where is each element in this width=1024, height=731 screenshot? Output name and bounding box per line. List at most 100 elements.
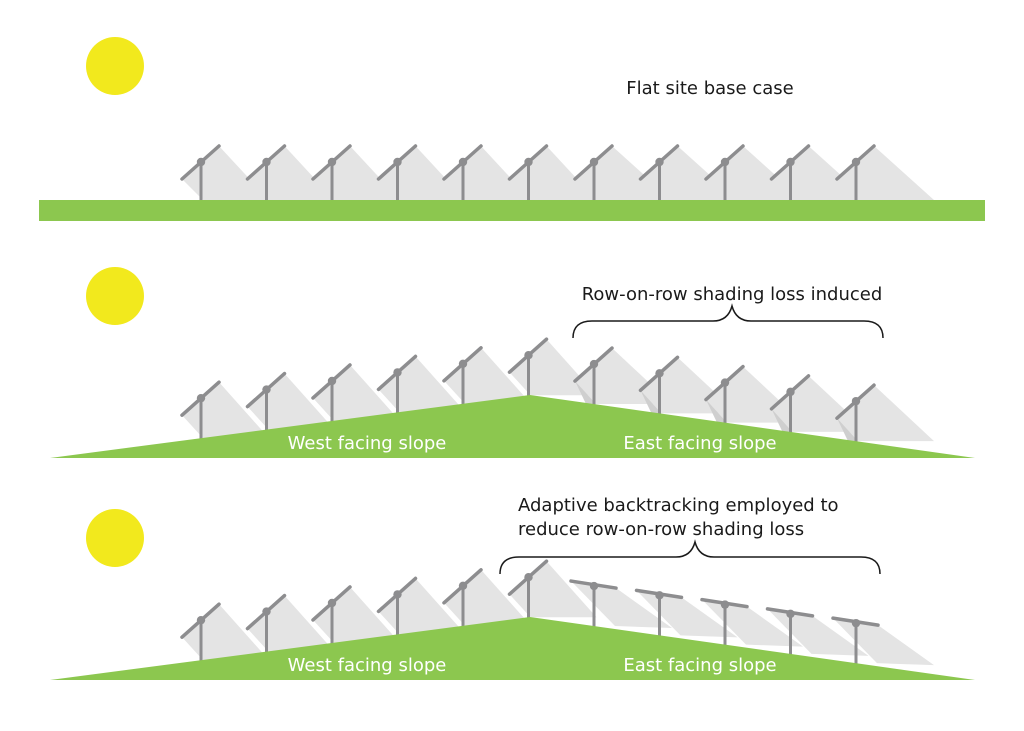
pivot-icon [327,598,337,608]
tracker-icon [765,607,869,656]
scenario-flat: Flat site base case [39,37,985,221]
tracker-icon [769,144,869,201]
pivot-icon [589,359,599,369]
tracker-icon [376,354,466,414]
tracker-icon [442,144,531,201]
pivot-icon [327,376,337,386]
pivot-icon [196,157,206,167]
panel-shadow [837,385,934,442]
tracker-icon [638,144,738,201]
panel-shadow [833,618,934,666]
tracker-icon [180,602,269,662]
tracker-icon [442,346,531,405]
tracker-rows [180,559,934,666]
ridge-ground [50,617,975,680]
sun-icon [86,509,144,567]
tracker-icon [507,559,597,619]
panel-shadow [636,590,738,638]
tracker-icon [573,144,672,201]
pivot-icon [262,157,271,167]
pivot-icon [786,387,795,397]
tracker-icon [245,593,335,653]
pivot-icon [327,157,337,167]
pivot-icon [655,591,664,600]
pivot-icon [393,590,402,599]
sun-icon [86,37,144,95]
tracker-icon [180,144,269,201]
pivot-icon [262,607,271,616]
tracker-rows [180,337,934,443]
tracker-icon [634,588,738,638]
sun-icon [86,267,144,325]
pivot-icon [589,581,599,591]
panel-shadow [444,146,531,200]
pivot-icon [196,393,206,403]
pivot-icon [458,581,468,590]
pivot-icon [720,600,730,609]
panel-shadow [702,599,803,647]
pivot-icon [393,157,402,167]
scenario-backtracking: Adaptive backtracking employed to reduce… [50,495,975,680]
panel-shadow [571,581,672,629]
tracker-icon [507,144,597,201]
annotation-bracket [572,303,884,339]
tracker-icon [180,380,269,440]
west-slope-label: West facing slope [288,433,447,454]
tracker-icon [704,144,803,201]
tracker-icon [569,579,672,629]
pivot-icon [655,369,664,378]
pivot-icon [458,359,468,368]
panel-shadow [247,146,335,200]
pivot-icon [720,378,730,387]
tracker-icon [835,144,934,201]
pivot-icon [524,157,533,167]
pivot-icon [524,572,533,582]
ridge-ground [50,395,975,458]
panel-shadow [837,146,934,200]
annotation-bracket [499,539,881,575]
inter-row-shade [771,408,793,432]
pivot-icon [786,157,795,167]
panel-shadow [182,146,269,200]
tracker-icon [245,371,335,431]
tracker-icon [700,597,803,647]
tracker-icon [376,576,466,636]
pivot-icon [589,157,599,167]
tracker-icon [311,363,400,422]
tracker-icon [831,616,934,666]
tracker-icon [442,568,531,627]
backtracking-annotation: Adaptive backtracking employed to reduce… [518,495,844,540]
panel-shadow [313,146,400,200]
tracker-icon [376,144,466,201]
pivot-icon [851,618,861,628]
pivot-icon [851,396,861,406]
east-slope-label: East facing slope [623,655,776,676]
tracker-icon [311,585,400,644]
inter-row-shade [575,381,596,405]
pivot-icon [851,157,861,167]
panel-shadow [767,608,869,656]
pivot-icon [786,609,795,619]
flat-title: Flat site base case [626,78,793,99]
annotation-line: reduce row-on-row shading loss [518,519,804,540]
tracker-icon [835,383,934,443]
shading-annotation: Row-on-row shading loss induced [582,284,883,305]
pivot-icon [524,350,533,360]
inter-row-shade [837,418,858,442]
flat-ground [39,200,985,221]
annotation-line: Row-on-row shading loss induced [582,284,883,305]
inter-row-shade [640,390,662,414]
pivot-icon [655,157,664,167]
tracker-rows [180,144,934,201]
west-slope-label: West facing slope [288,655,447,676]
inter-row-shade [706,399,727,423]
pivot-icon [458,157,468,167]
panel-shadow [378,146,466,200]
panel-shadow [509,146,597,200]
pivot-icon [720,157,730,167]
scenario-sloped: Row-on-row shading loss induced West fac… [50,267,975,458]
pivot-icon [196,615,206,625]
pivot-icon [262,385,271,394]
tracker-icon [245,144,335,201]
